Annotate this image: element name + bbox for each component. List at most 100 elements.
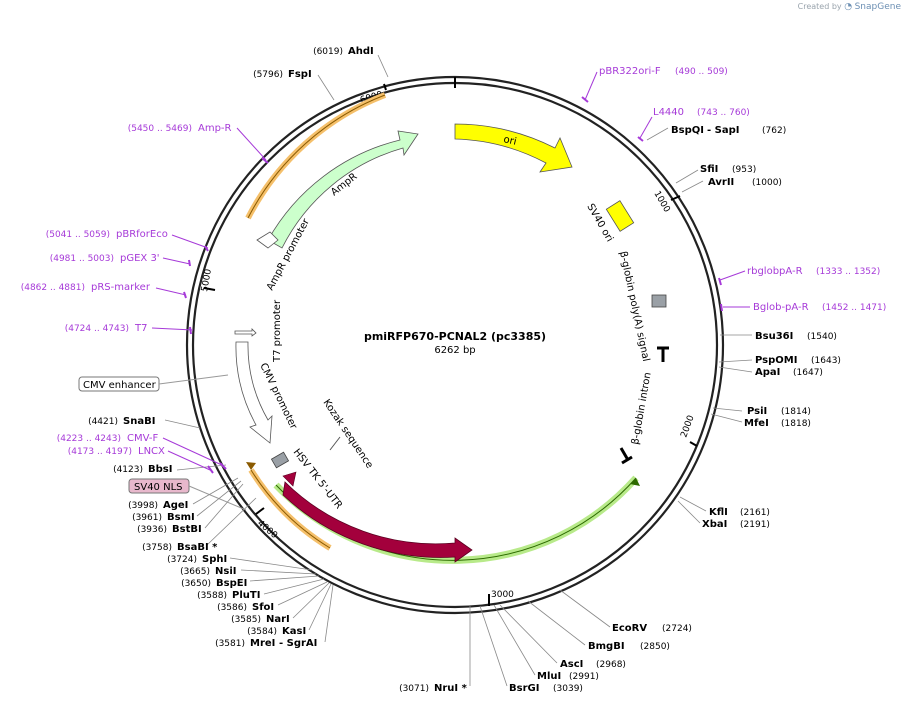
site-apai[interactable]: ApaI(1647) [755, 367, 823, 378]
svg-text:BsaBI *: BsaBI * [177, 542, 218, 553]
kozak-marker [329, 436, 341, 451]
site-kfli[interactable]: KflI(2161) [709, 507, 770, 518]
svg-text:MluI: MluI [537, 671, 561, 682]
sv40-nls-label: SV40 NLS [134, 482, 183, 493]
primer-pbrforeco[interactable]: (5041 .. 5059)pBRforEco [46, 229, 168, 240]
site-mlui[interactable]: MluI (2991) [537, 671, 599, 682]
svg-text:(3650): (3650) [181, 579, 211, 589]
site-agei[interactable]: (3998) AgeI [128, 500, 188, 511]
hsv-tk-box[interactable] [270, 451, 290, 469]
primer-pgex-3[interactable]: (4981 .. 5003)pGEX 3' [50, 253, 160, 264]
site-bspei[interactable]: (3650)BspEI [181, 578, 247, 589]
svg-text:(3586): (3586) [217, 603, 247, 613]
sv40-ori-box[interactable] [605, 200, 635, 232]
svg-text:pBRforEco: pBRforEco [116, 229, 168, 240]
scale-ticks [203, 77, 698, 606]
svg-text:AgeI: AgeI [163, 500, 188, 511]
primer-pbr322ori-f[interactable]: pBR322ori-F(490 .. 509) [599, 66, 728, 77]
primer-amp-r[interactable]: (5450 .. 5469)Amp-R [128, 123, 232, 134]
svg-text:(3665): (3665) [180, 567, 210, 577]
site-kasi[interactable]: (3584)KasI [247, 626, 306, 637]
primer-t7[interactable]: (4724 .. 4743)T7 [65, 323, 148, 334]
svg-text:EcoRV: EcoRV [612, 623, 647, 634]
cmv-enhancer-label: CMV enhancer [83, 380, 157, 391]
site-sfoi[interactable]: (3586) SfoI [217, 602, 274, 613]
svg-text:(4724 .. 4743): (4724 .. 4743) [65, 324, 129, 334]
svg-text:(3936): (3936) [137, 525, 167, 535]
bglobin-polya-box[interactable] [651, 294, 667, 308]
primer-cmv-f[interactable]: (4223 .. 4243)CMV-F [57, 433, 159, 444]
svg-text:(5796): (5796) [253, 70, 283, 80]
primer-prs-marker[interactable]: (4862 .. 4881)pRS-marker [21, 282, 151, 293]
svg-text:LNCX: LNCX [138, 446, 165, 457]
t7-promoter-arrow[interactable] [234, 328, 257, 337]
primer-l4440[interactable]: L4440(743 .. 760) [653, 107, 750, 118]
svg-text:XbaI: XbaI [702, 519, 727, 530]
svg-text:(2991): (2991) [569, 672, 599, 682]
site-pspomi[interactable]: PspOMI(1643) [755, 355, 841, 366]
svg-text:(5450 .. 5469): (5450 .. 5469) [128, 124, 192, 134]
site-labels: (6019)AhdI (5796)FspI BspQI - SapI(762) … [88, 46, 841, 694]
site-bmgbi[interactable]: BmgBI(2850) [588, 641, 670, 652]
site-bsrgi[interactable]: BsrGI(3039) [509, 683, 583, 694]
cmv-promoter-arrow[interactable] [235, 341, 273, 444]
svg-text:ApaI: ApaI [755, 367, 780, 378]
svg-text:(743 .. 760): (743 .. 760) [697, 108, 750, 118]
site-bsabi[interactable]: (3758)BsaBI * [142, 542, 218, 553]
svg-text:SphI: SphI [202, 554, 227, 565]
site-mfei[interactable]: MfeI(1818) [744, 418, 811, 429]
svg-text:Bsu36I: Bsu36I [755, 331, 793, 342]
site-bstbi[interactable]: (3936)BstBI [137, 524, 202, 535]
site-pluti[interactable]: (3588)PluTI [197, 590, 260, 601]
site-avrii[interactable]: AvrII(1000) [708, 177, 782, 188]
svg-text:pGEX 3': pGEX 3' [120, 253, 160, 264]
svg-text:SnaBI: SnaBI [123, 416, 155, 427]
primer-rbglobpa-r[interactable]: rbglobpA-R(1333 .. 1352) [747, 266, 880, 277]
site-bsmi[interactable]: (3961)BsmI [132, 512, 195, 523]
svg-text:(3581): (3581) [215, 639, 245, 649]
svg-text:(3998): (3998) [128, 501, 158, 511]
site-bbsi[interactable]: (4123)BbsI [113, 464, 172, 475]
site-fspi[interactable]: (5796)FspI [253, 69, 312, 80]
primer-lncx[interactable]: (4173 .. 4197)LNCX [68, 446, 165, 457]
svg-text:CMV-F: CMV-F [127, 433, 158, 444]
ori-arrow[interactable] [454, 123, 573, 173]
bglobin-intron-label: β-globin intron [630, 371, 654, 445]
tick-label-2000: 2000 [679, 414, 696, 439]
site-bspqi[interactable]: BspQI - SapI(762) [671, 125, 786, 136]
svg-text:- SgrAI: - SgrAI [279, 638, 317, 649]
site-nsii[interactable]: (3665)NsiI [180, 566, 236, 577]
svg-text:(1814): (1814) [781, 407, 811, 417]
ampr-promoter-arrow[interactable] [256, 231, 279, 249]
svg-text:(1643): (1643) [811, 356, 841, 366]
svg-text:(2191): (2191) [740, 520, 770, 530]
cmv-enhancer-leader [158, 374, 229, 385]
ampr-arrow[interactable] [267, 130, 419, 249]
svg-text:MfeI: MfeI [744, 418, 769, 429]
site-ecorv[interactable]: EcoRV(2724) [612, 623, 692, 634]
site-sphi[interactable]: (3724)SphI [167, 554, 227, 565]
primer-bglob-pa-r[interactable]: Bglob-pA-R(1452 .. 1471) [753, 302, 886, 313]
svg-text:(1540): (1540) [807, 332, 837, 342]
primer-marks [183, 96, 723, 474]
mirfp670-label: miRFP670 [343, 495, 394, 524]
site-sfii[interactable]: SfiI(953) [700, 164, 756, 175]
svg-text:(3588): (3588) [197, 591, 227, 601]
terminator-icon [657, 346, 669, 362]
site-bsu36i[interactable]: Bsu36I (1540) [755, 331, 837, 342]
site-psii[interactable]: PsiI(1814) [747, 406, 811, 417]
mirfp670-arrow[interactable] [282, 481, 473, 563]
site-snabi[interactable]: (4421)SnaBI [88, 416, 155, 427]
site-xbai[interactable]: XbaI (2191) [702, 519, 770, 530]
site-mrei[interactable]: (3581)MreI - SgrAI [215, 638, 317, 649]
site-nrui[interactable]: (3071)NruI * [399, 683, 468, 694]
snapgene-logo-icon: ◔ [844, 2, 853, 12]
tick-label-5000: 5000 [200, 268, 214, 293]
site-nari[interactable]: (3585)NarI [231, 614, 290, 625]
snapgene-credit: Created by ◔ SnapGene [798, 2, 901, 12]
sv40-nls-marker[interactable] [282, 471, 297, 487]
site-asci[interactable]: AscI(2968) [560, 659, 626, 670]
site-ahdi[interactable]: (6019)AhdI [313, 46, 374, 57]
svg-text:SfoI: SfoI [252, 602, 274, 613]
